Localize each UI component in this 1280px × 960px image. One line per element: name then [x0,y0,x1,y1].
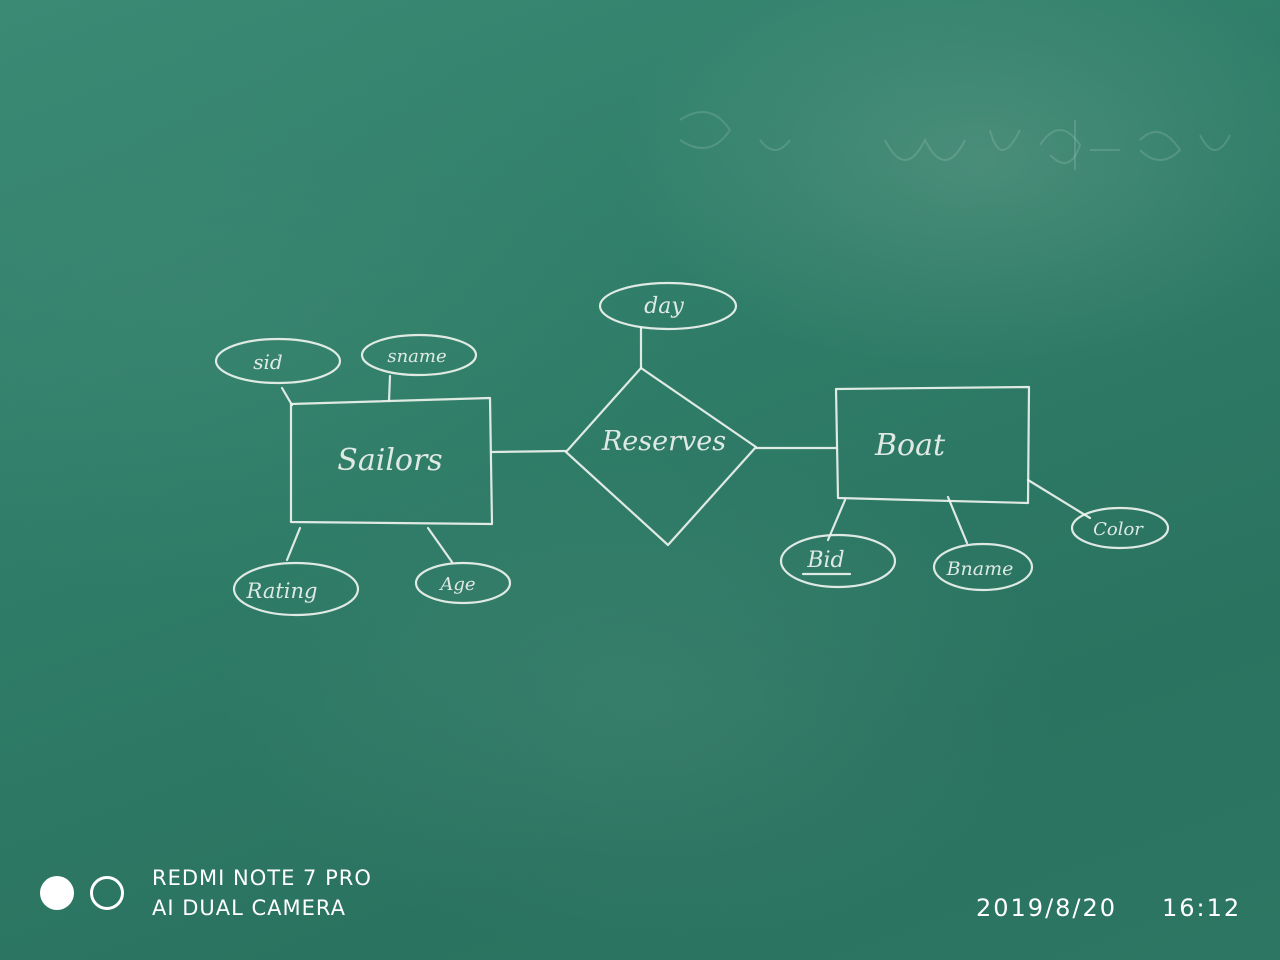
attribute-age-label: Age [438,574,475,595]
entity-boat: Boat [834,385,1031,505]
attribute-bname-label: Bname [946,558,1014,580]
watermark-device: REDMI NOTE 7 PRO [152,866,372,890]
camera-dot-filled-icon [40,876,74,910]
attribute-day: day [598,281,738,331]
entity-boat-label: Boat [874,428,946,463]
relationship-reserves: Reserves [564,366,758,547]
relationship-reserves-label: Reserves [601,426,726,457]
connectors [280,326,1092,564]
timestamp-date: 2019/8/20 [976,894,1118,922]
attribute-sid: sid [214,337,342,385]
attribute-bid-label: Bid [806,548,844,573]
entity-sailors: Sailors [289,396,494,526]
camera-dot-ring-icon [90,876,124,910]
timestamp-time: 16:12 [1162,894,1242,922]
attribute-sname-label: sname [387,346,446,367]
attribute-bname: Bname [932,542,1034,592]
attribute-sid-label: sid [253,350,282,374]
attribute-bid: Bid [779,533,897,589]
watermark-camera: AI DUAL CAMERA [152,896,347,920]
attribute-color: Color [1070,506,1170,550]
erased-writing [679,111,1231,170]
camera-logo [40,874,130,914]
attribute-rating: Rating [232,561,360,617]
attribute-sname: sname [360,333,478,377]
attribute-color-label: Color [1093,519,1144,540]
entity-sailors-label: Sailors [337,443,442,478]
attribute-day-label: day [644,294,684,319]
attribute-age: Age [414,561,512,605]
attribute-rating-label: Rating [246,579,318,603]
